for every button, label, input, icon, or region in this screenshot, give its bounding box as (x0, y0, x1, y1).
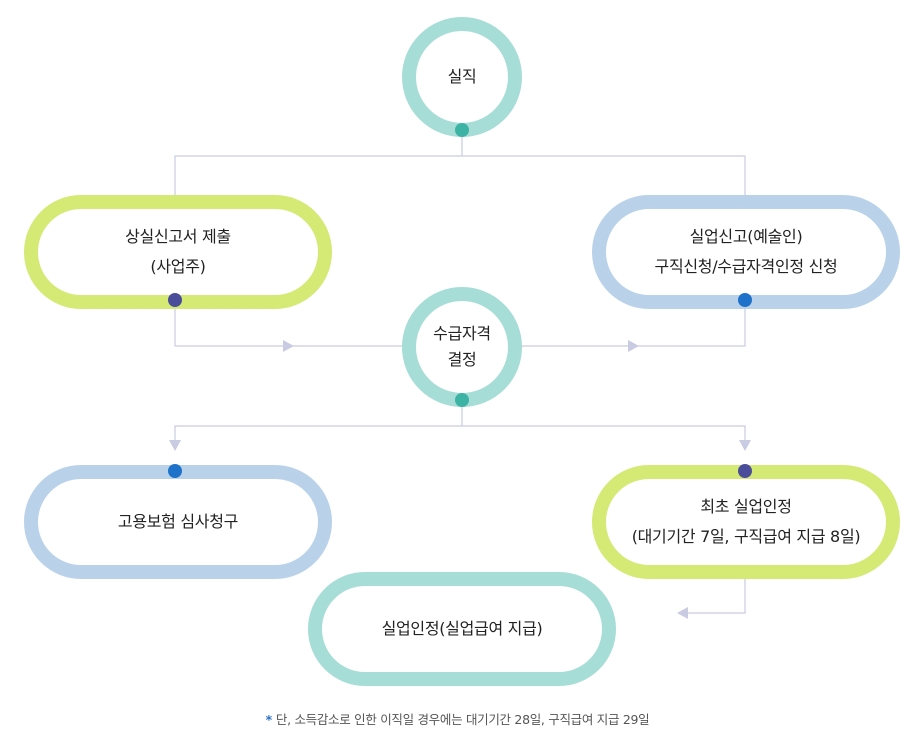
arrow-down-right (739, 440, 751, 451)
node-first-recognition: 최초 실업인정 (대기기간 7일, 구직급여 지급 8일) (592, 465, 900, 579)
node-first-recognition-line2: (대기기간 7일, 구직급여 지급 8일) (631, 527, 861, 546)
footnote-text: 단, 소득감소로 인한 이직일 경우에는 대기기간 28일, 구직급여 지급 2… (275, 712, 650, 727)
node-job-loss-dot (455, 123, 469, 137)
connector-unemployment-report-to-eligibility (520, 300, 746, 347)
node-eligibility-line1: 수급자격 (433, 324, 491, 343)
footnote: *단, 소득감소로 인한 이직일 경우에는 대기기간 28일, 구직급여 지급 … (0, 709, 915, 728)
node-eligibility-dot (455, 393, 469, 407)
node-first-recognition-line1: 최초 실업인정 (700, 497, 792, 516)
node-eligibility: 수급자격 결정 (402, 287, 522, 407)
node-job-loss: 실직 (402, 17, 522, 137)
connector-first-to-recognition (688, 575, 746, 614)
node-unemployment-report-line1: 실업신고(예술인) (689, 227, 803, 246)
node-unemployment-report-dot (738, 293, 752, 307)
node-review-request-dot (168, 464, 182, 478)
arrow-down-left (169, 440, 181, 451)
connector-job-loss-branches (174, 155, 746, 195)
arrow-left (677, 607, 688, 619)
node-loss-report-dot (168, 293, 182, 307)
node-first-recognition-dot (738, 464, 752, 478)
connector-loss-report-to-eligibility (174, 300, 405, 347)
node-job-loss-label: 실직 (447, 67, 477, 86)
node-eligibility-line2: 결정 (447, 350, 477, 369)
node-review-request-label: 고용보험 심사청구 (117, 512, 239, 531)
node-unemployment-report: 실업신고(예술인) 구직신청/수급자격인정 신청 (592, 195, 900, 309)
node-loss-report-line2: (사업주) (150, 257, 206, 276)
connector-eligibility-branches (174, 425, 746, 445)
arrow-right-2 (628, 340, 639, 352)
footnote-marker: * (265, 712, 273, 727)
node-unemployment-report-line2: 구직신청/수급자격인정 신청 (654, 257, 838, 276)
node-loss-report: 상실신고서 제출 (사업주) (24, 195, 332, 309)
node-review-request: 고용보험 심사청구 (24, 465, 332, 579)
node-recognition-label: 실업인정(실업급여 지급) (381, 619, 543, 638)
arrow-right-1 (283, 340, 294, 352)
node-loss-report-line1: 상실신고서 제출 (125, 227, 231, 246)
node-recognition: 실업인정(실업급여 지급) (308, 572, 616, 686)
